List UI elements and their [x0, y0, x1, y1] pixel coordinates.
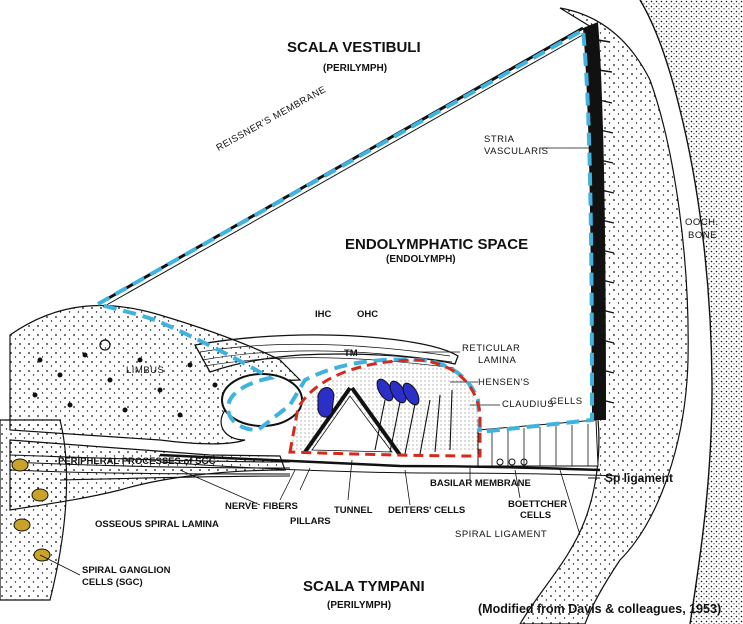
label-boettcher-2: CELLS: [520, 511, 551, 521]
label-scala-tympani: SCALA TYMPANI: [303, 579, 425, 594]
label-osseous-spiral-lamina: OSSEOUS SPIRAL LAMINA: [95, 520, 219, 530]
label-hensens: HENSEN'S: [478, 378, 530, 388]
source-credit: (Modified from Davis & colleagues, 1953): [478, 603, 721, 616]
label-spiral-ganglion-1: SPIRAL GANGLION: [82, 566, 171, 576]
label-reticular-2: LAMINA: [478, 356, 516, 366]
label-perilymph-bottom: (PERILYMPH): [327, 601, 391, 611]
label-stria-2: VASCULARIS: [484, 147, 548, 157]
label-peripheral-processes: PERIPHERAL PROCESSES of SGC: [58, 457, 216, 467]
label-spiral-ligament: SPIRAL LIGAMENT: [455, 530, 547, 540]
label-boettcher-1: BOETTCHER: [508, 500, 567, 510]
label-stria-1: STRIA: [484, 135, 514, 145]
label-ohc: OHC: [357, 310, 378, 320]
label-endolymph: (ENDOLYMPH): [386, 255, 456, 265]
label-fibers: FIBERS: [263, 502, 298, 512]
label-claudius: CLAUDIUS': [502, 400, 556, 410]
label-reticular-1: RETICULAR: [462, 344, 520, 354]
inner-hair-cell: [318, 388, 334, 418]
label-tm: TM: [344, 349, 358, 359]
label-cochlear-bone-1: OOCH.: [685, 218, 719, 228]
label-tunnel: TUNNEL: [334, 506, 373, 516]
label-endolymphatic-space: ENDOLYMPHATIC SPACE: [345, 237, 528, 252]
label-ihc: IHC: [315, 310, 331, 320]
label-limbus: LIMBUS: [126, 366, 164, 376]
label-basilar-membrane: BASILAR MEMBRANE: [430, 479, 531, 489]
label-deiters: DEITERS' CELLS: [388, 506, 465, 516]
label-pillars: PILLARS: [290, 517, 331, 527]
label-cochlear-bone-2: BONE: [688, 231, 717, 241]
reissners-membrane-inner: [103, 33, 586, 307]
label-nerve: NERVE: [225, 502, 258, 512]
label-sp-ligament: Sp ligament: [605, 472, 673, 484]
label-cells: CELLS: [550, 397, 583, 407]
label-spiral-ganglion-2: CELLS (SGC): [82, 578, 143, 588]
spiral-ganglion: [0, 420, 67, 600]
label-scala-vestibuli: SCALA VESTIBULI: [287, 40, 421, 55]
label-perilymph-top: (PERILYMPH): [323, 64, 387, 74]
